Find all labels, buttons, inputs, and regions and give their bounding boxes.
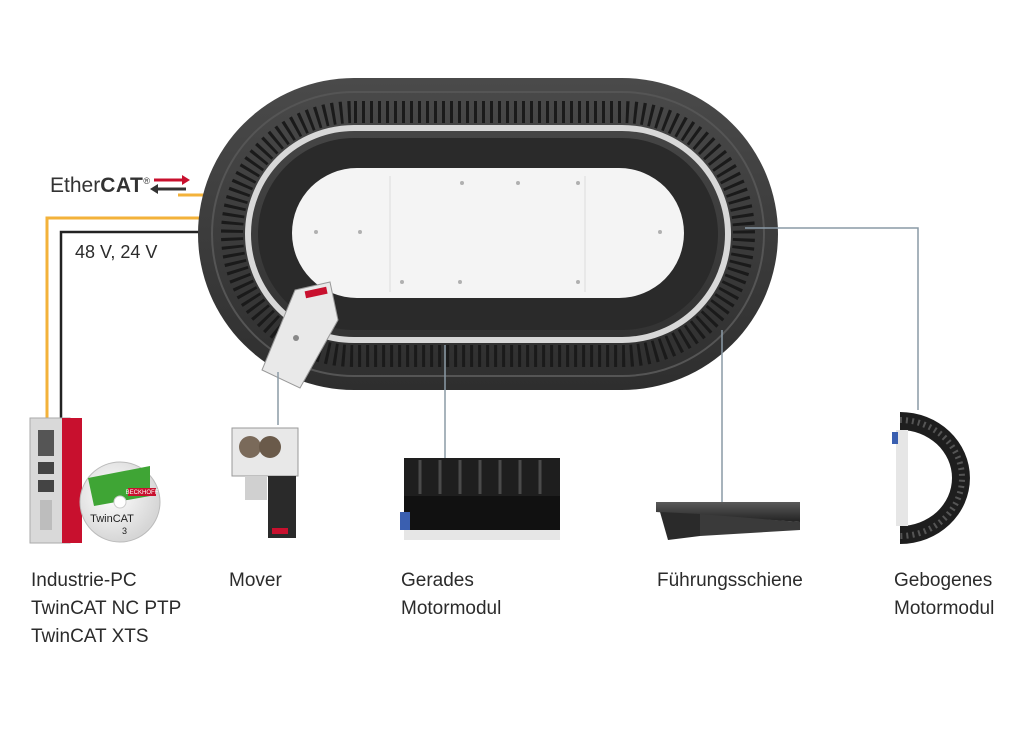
ethercat-plain: Ether xyxy=(50,174,101,197)
ethercat-logo: EtherCAT® xyxy=(50,174,150,198)
ethercat-bold: CAT xyxy=(100,174,144,197)
twincat-disc-logo: BECKHOFF TwinCAT 3 xyxy=(79,461,161,543)
label-line: Gebogenes xyxy=(894,570,993,591)
guide-rail xyxy=(656,502,800,540)
xts-track xyxy=(198,78,778,390)
straight-motor-module xyxy=(400,458,560,540)
leader-lines xyxy=(277,227,919,502)
twincat-version: 3 xyxy=(122,526,127,536)
curved-motor-module xyxy=(892,412,970,544)
label-guide-rail: Führungsschiene xyxy=(657,567,803,595)
label-line: Motormodul xyxy=(401,598,502,619)
ethercat-trademark: ® xyxy=(143,176,150,186)
label-line: TwinCAT NC PTP xyxy=(31,598,182,619)
power-cable xyxy=(59,230,205,420)
label-line: Führungsschiene xyxy=(657,570,803,591)
label-mover: Mover xyxy=(229,567,282,595)
label-line: Industrie-PC xyxy=(31,570,137,591)
ethercat-cable xyxy=(45,193,205,420)
mover-part xyxy=(231,427,299,538)
voltage-label: 48 V, 24 V xyxy=(75,242,158,262)
ethercat-arrows-icon xyxy=(150,175,190,194)
label-curved-module: Gebogenes Motormodul xyxy=(894,567,994,623)
beckhoff-mark: BECKHOFF xyxy=(126,490,159,496)
label-straight-module: Gerades Motormodul xyxy=(401,567,501,623)
twincat-mark: TwinCAT xyxy=(90,513,134,525)
label-line: Motormodul xyxy=(894,598,995,619)
mover-on-track xyxy=(261,281,339,389)
label-line: Gerades xyxy=(401,570,474,591)
label-industrial-pc: Industrie-PC TwinCAT NC PTP TwinCAT XTS xyxy=(31,567,181,651)
label-line: Mover xyxy=(229,570,282,591)
label-line: TwinCAT XTS xyxy=(31,626,149,647)
industrial-pc xyxy=(29,417,82,544)
